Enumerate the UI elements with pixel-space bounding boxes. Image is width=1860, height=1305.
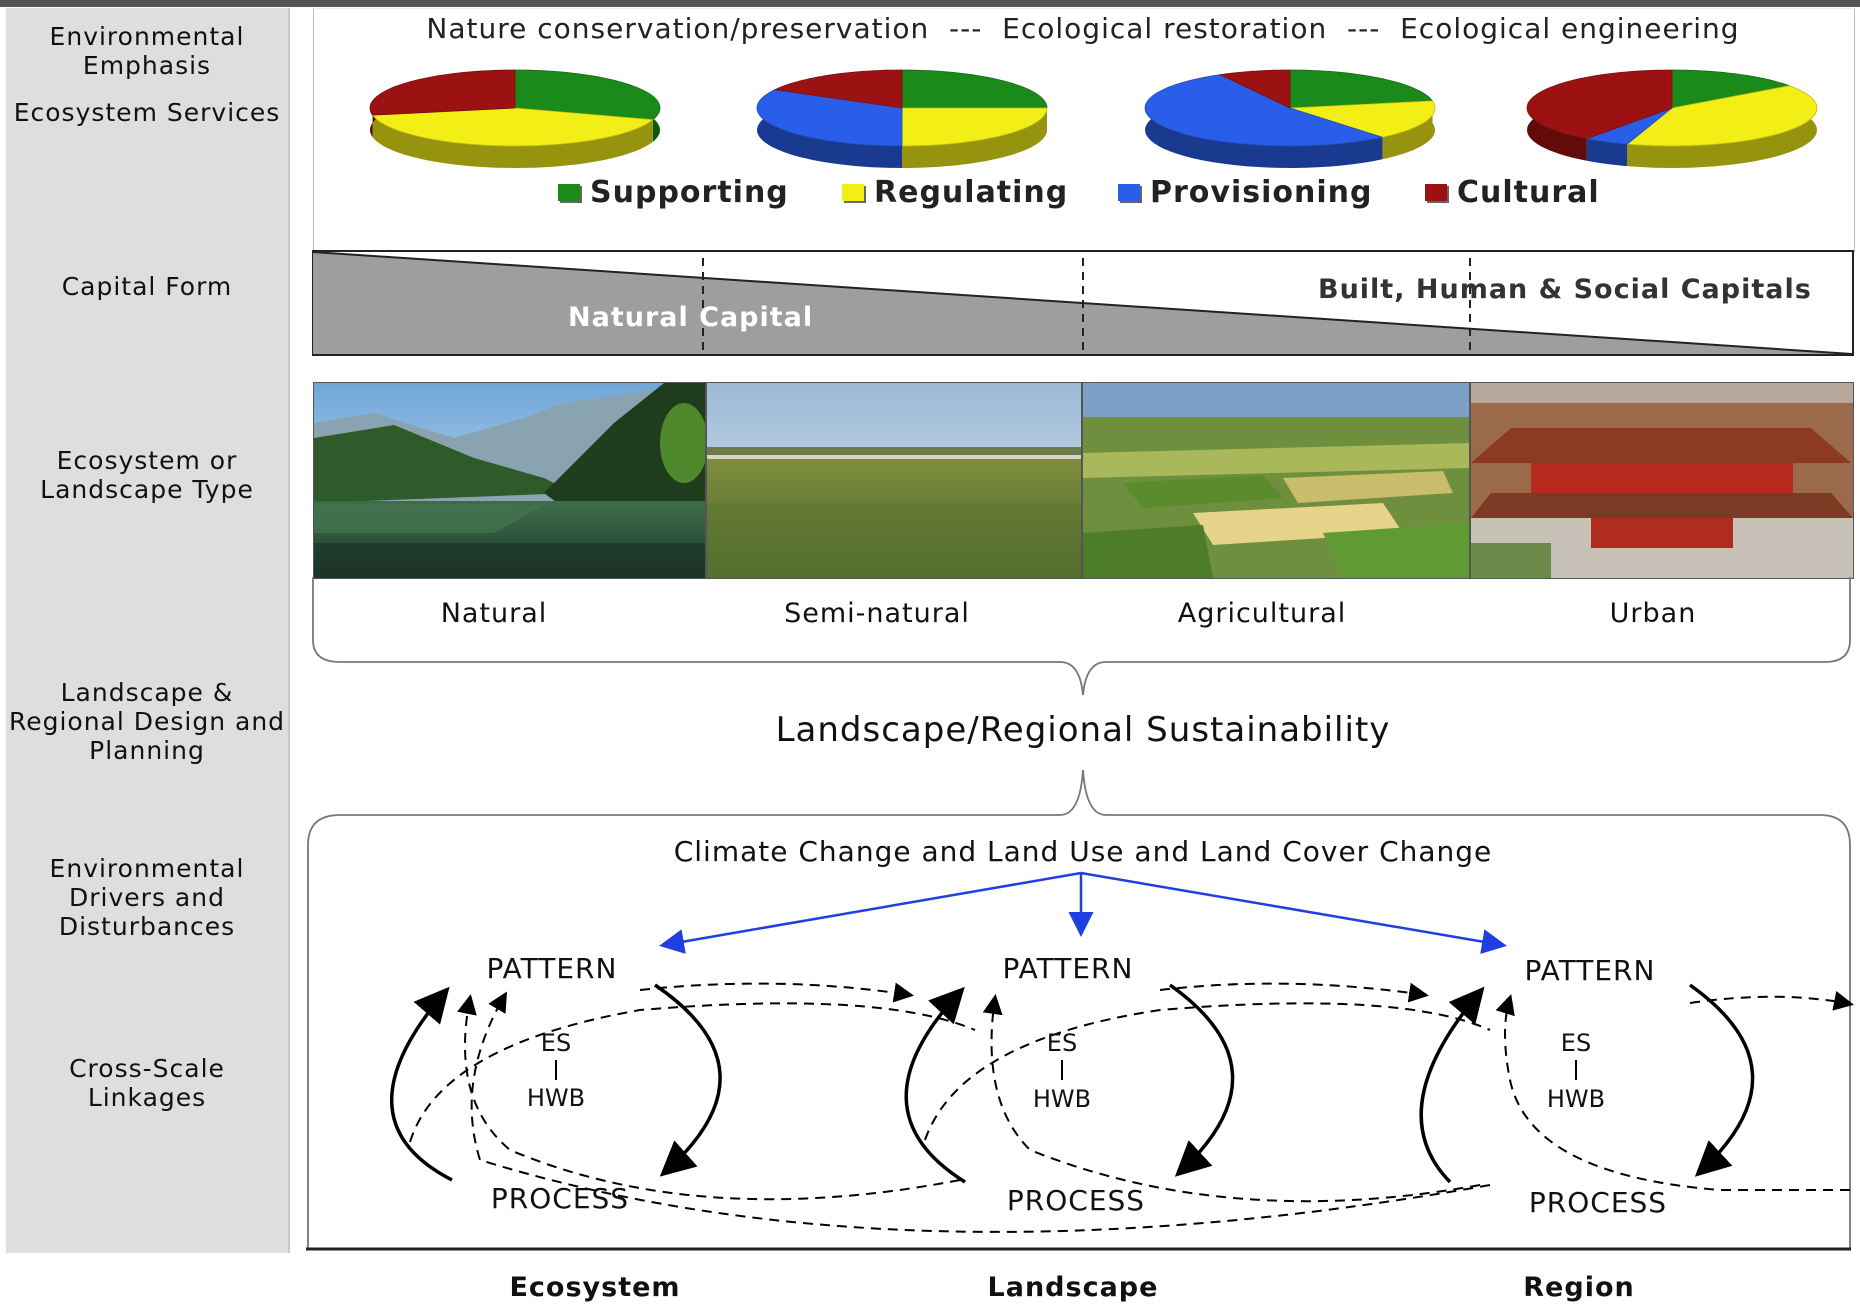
unit3-es: ES: [1560, 1029, 1592, 1057]
pie-2-slice-supporting: [901, 69, 1048, 109]
pie-chart-1: [369, 69, 661, 168]
services-panel: [313, 8, 1855, 252]
pie-4-slice-supporting: [1671, 69, 1791, 109]
unit3-process-to-pattern: [1419, 986, 1485, 1184]
unit3-to-unit1-feedback: [470, 991, 1491, 1233]
type-label-natural: Natural: [440, 598, 548, 629]
semi-natural-landscape-image: [706, 382, 1082, 579]
legend-label-cultural: Cultural: [1457, 174, 1600, 210]
linkage-frame-left: [307, 769, 1084, 1248]
label-ecosystem-services: Ecosystem Services: [13, 98, 281, 127]
unit2-es: ES: [1046, 1029, 1078, 1057]
legend-provisioning: Provisioning: [1118, 172, 1372, 212]
label-linkages: Cross-Scale Linkages: [69, 1054, 225, 1112]
natural-landscape-image: [313, 382, 706, 579]
legend-regulating: Regulating: [842, 172, 1068, 212]
pie-1-slice-cultural: [369, 69, 516, 116]
legend-cultural: Cultural: [1425, 172, 1600, 212]
row-label-sidebar: Environmental Emphasis Ecosystem Service…: [6, 8, 290, 1253]
driver-arrow-region: [1080, 871, 1507, 954]
unit2-to-unit3-pattern: [1159, 982, 1429, 1003]
type-label-urban: Urban: [1609, 598, 1697, 629]
built-capitals-label: Built, Human & Social Capitals: [1318, 274, 1812, 305]
unit1-cross-curve: [409, 1002, 976, 1143]
type-brace: [312, 577, 1851, 696]
label-ecosystem-type: Ecosystem or Landscape Type: [40, 446, 254, 504]
linkage-frame-right: [1082, 769, 1851, 1248]
natural-capital-label: Natural Capital: [568, 302, 814, 333]
label-environmental-emphasis: Environmental Emphasis: [49, 22, 245, 80]
pie-2-slice-cultural: [773, 69, 903, 109]
pie-3-slice-supporting: [1289, 69, 1434, 109]
pie-3-slice-cultural: [1218, 69, 1291, 109]
urban-landscape-image: [1470, 382, 1854, 579]
pie-chart-4: [1526, 69, 1818, 168]
unit2-to-unit1-feedback: [457, 994, 961, 1201]
unit3-inward-feedback: [1495, 994, 1850, 1191]
scale-label-region: Region: [1523, 1272, 1635, 1303]
sustainability-heading: Landscape/Regional Sustainability: [775, 710, 1391, 750]
label-design-planning: Landscape & Regional Design and Planning: [8, 678, 286, 765]
unit2-pattern-to-process: [1168, 983, 1235, 1177]
pie-2-side-regulating: [902, 108, 1047, 168]
drivers-text: Climate Change and Land Use and Land Cov…: [673, 835, 1493, 868]
type-label-semi-natural: Semi-natural: [784, 598, 970, 629]
legend-label-supporting: Supporting: [590, 174, 789, 210]
pie-3-slice-regulating: [1289, 100, 1436, 138]
pie-1-slice-supporting: [514, 69, 661, 121]
legend-supporting: Supporting: [558, 172, 789, 212]
pie-4-side-provisioning: [1586, 138, 1628, 167]
pie-4-slice-cultural: [1526, 69, 1673, 140]
unit2-pattern: PATTERN: [1002, 952, 1134, 985]
unit2-cross-curve: [924, 1002, 1491, 1141]
pie-1-slice-regulating: [371, 107, 655, 147]
unit2-process-to-pattern: [904, 986, 966, 1184]
pie-2-side-provisioning: [757, 89, 902, 168]
unit3-pattern-to-process: [1688, 983, 1755, 1177]
unit1-hwb: HWB: [526, 1084, 586, 1112]
legend-swatch-cultural: [1425, 183, 1447, 201]
scale-label-landscape: Landscape: [987, 1272, 1159, 1303]
pie-4-slice-provisioning: [1585, 107, 1673, 145]
pie-3-slice-provisioning: [1144, 74, 1383, 147]
type-label-agricultural: Agricultural: [1177, 598, 1347, 629]
label-drivers: Environmental Drivers and Disturbances: [49, 854, 245, 941]
scale-label-ecosystem: Ecosystem: [509, 1272, 681, 1303]
ecosystem-services-pies: [369, 69, 1818, 168]
legend-label-regulating: Regulating: [874, 174, 1069, 210]
agricultural-landscape-image: [1082, 382, 1470, 579]
unit3-to-unit2-feedback: [982, 994, 1481, 1203]
unit2-hwb: HWB: [1032, 1085, 1092, 1113]
unit2-process: PROCESS: [1006, 1184, 1146, 1217]
pie-4-side-regulating: [1627, 85, 1817, 168]
top-border: [0, 0, 1860, 7]
label-capital-form: Capital Form: [61, 272, 233, 301]
legend-swatch-regulating: [842, 183, 864, 201]
unit1-pattern: PATTERN: [486, 952, 618, 985]
pie-2-slice-regulating: [901, 107, 1048, 147]
driver-arrow-ecosystem: [659, 871, 1082, 954]
legend-label-provisioning: Provisioning: [1150, 174, 1373, 210]
pie-chart-2: [756, 69, 1048, 168]
unit3-outward-pattern: [1689, 991, 1854, 1011]
environmental-emphasis-text: Nature conservation/preservation --- Eco…: [426, 12, 1740, 45]
unit3-pattern: PATTERN: [1524, 954, 1656, 987]
unit1-process: PROCESS: [490, 1182, 630, 1215]
unit1-es: ES: [540, 1029, 572, 1057]
pie-4-slice-regulating: [1626, 85, 1818, 147]
pie-chart-3: [1144, 69, 1436, 168]
legend-swatch-supporting: [558, 183, 580, 201]
pie-2-slice-provisioning: [756, 89, 903, 147]
unit1-process-to-pattern: [389, 986, 453, 1182]
pie-1-side-regulating: [372, 115, 653, 168]
legend-swatch-provisioning: [1118, 183, 1140, 201]
unit3-hwb: HWB: [1546, 1085, 1606, 1113]
unit1-to-unit2-pattern: [639, 982, 914, 1003]
unit3-process: PROCESS: [1528, 1186, 1668, 1219]
unit1-pattern-to-process: [654, 983, 722, 1177]
